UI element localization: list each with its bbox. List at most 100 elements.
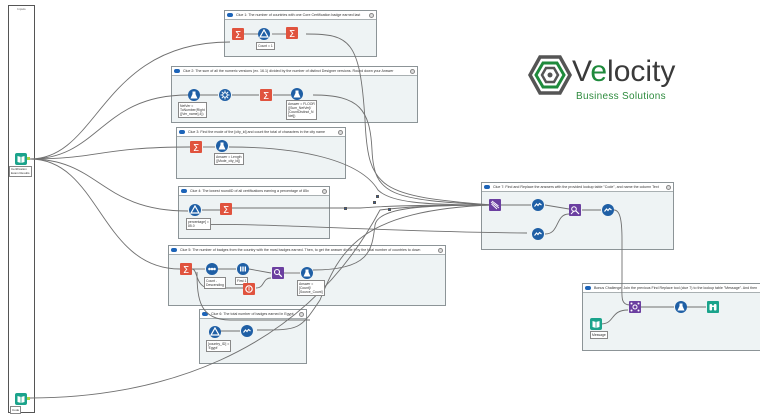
tool-annotation: Answer = FLOOR ([Sum_NetVer]/ [CountDist… (286, 100, 317, 120)
container-title: Clue 5: The number of badges from the co… (180, 248, 421, 252)
summarize-tool-icon[interactable]: Σ (190, 141, 202, 153)
wire (544, 204, 570, 210)
select-tool-icon[interactable] (241, 325, 253, 337)
container-header[interactable]: Clue 7: Find and Replace the answers wit… (482, 183, 673, 192)
collapse-toggle-icon[interactable] (181, 189, 187, 193)
append-fields-tool-icon[interactable] (272, 267, 284, 279)
container-title: Clue 7: Find and Replace the answers wit… (493, 185, 659, 189)
wire-junction (373, 201, 376, 204)
svg-text:Σ: Σ (235, 30, 241, 40)
formula-tool-icon[interactable] (188, 89, 200, 101)
wire (248, 268, 272, 274)
collapse-toggle-icon[interactable] (202, 312, 208, 316)
container-title: Clue 4: The lowest roundID of all certif… (190, 189, 309, 193)
wire (600, 309, 629, 325)
union-tool-icon[interactable] (489, 199, 501, 211)
collapse-toggle-icon[interactable] (484, 185, 490, 189)
container-close-icon[interactable] (666, 184, 671, 190)
container-title: Clue 6: The total number of badges earne… (211, 312, 294, 316)
formula-tool-icon[interactable] (291, 88, 303, 100)
svg-text:Σ: Σ (263, 91, 269, 101)
inputs-label: Inputs (17, 7, 26, 11)
summarize-tool-icon[interactable]: Σ (260, 89, 272, 101)
wire (29, 94, 189, 160)
collapse-toggle-icon[interactable] (585, 286, 591, 290)
browse-tool-icon[interactable] (707, 301, 719, 313)
find-replace-tool-icon[interactable] (569, 204, 581, 216)
wire (29, 146, 191, 160)
collapse-toggle-icon[interactable] (171, 248, 177, 252)
join-multiple-tool-icon[interactable] (629, 301, 641, 313)
container-title: Clue 2: The sum of all the numeric versi… (183, 69, 394, 73)
output-anchor[interactable] (27, 157, 30, 160)
container-close-icon[interactable] (410, 68, 415, 74)
container-clue-7[interactable]: Clue 7: Find and Replace the answers wit… (481, 182, 674, 250)
svg-text:Σ: Σ (193, 143, 199, 153)
container-header[interactable]: Clue 3: Find the mode of the [city_id] a… (177, 128, 345, 137)
container-header[interactable]: Clue 1: The number of countries with one… (225, 11, 376, 20)
container-close-icon[interactable] (322, 188, 327, 194)
wire (255, 277, 272, 289)
brand-name: Velocity (572, 55, 675, 89)
tool-annotation: First 1 (235, 277, 249, 285)
wire (256, 204, 493, 331)
wire (29, 204, 493, 399)
book-input-icon[interactable] (15, 153, 27, 165)
summarize-tool-icon[interactable]: Σ (220, 203, 232, 215)
select-tool-icon[interactable] (532, 228, 544, 240)
container-close-icon[interactable] (438, 247, 443, 253)
wire (613, 209, 631, 306)
container-header[interactable]: Clue 6: The total number of badges earne… (200, 310, 306, 319)
wire-junction (388, 208, 391, 211)
wire (544, 213, 570, 235)
count-records-tool-icon[interactable]: 0 (243, 283, 255, 295)
summarize-tool-icon[interactable]: Σ (180, 263, 192, 275)
tool-annotation: Code (10, 406, 22, 414)
wire (189, 224, 528, 234)
wire (29, 41, 231, 160)
output-anchor[interactable] (27, 397, 30, 400)
tool-annotation: Count - Descending (204, 277, 226, 289)
collapse-toggle-icon[interactable] (179, 130, 185, 134)
formula-tool-icon[interactable] (675, 301, 687, 313)
tool-annotation: [country_ID] = 'Egypt' (206, 340, 232, 352)
container-close-icon[interactable] (299, 311, 304, 317)
container-header[interactable]: Clue 4: The lowest roundID of all certif… (179, 187, 329, 196)
tool-annotation: NetVer = ToNumber(Right ([Ver_name],4)) (178, 102, 207, 118)
container-header[interactable]: Clue 5: The number of badges from the co… (169, 246, 445, 255)
wire (228, 146, 493, 206)
summarize-tool-icon[interactable]: Σ (232, 28, 244, 40)
filter-tool-icon[interactable] (189, 204, 201, 216)
collapse-toggle-icon[interactable] (174, 69, 180, 73)
wire (305, 33, 493, 206)
container-clue-3[interactable]: Clue 3: Find the mode of the [city_id] a… (176, 127, 346, 179)
container-close-icon[interactable] (338, 129, 343, 135)
book-input-icon[interactable] (590, 318, 602, 330)
summarize-tool-icon[interactable]: Σ (286, 27, 298, 39)
wire (29, 158, 181, 270)
unique-tool-icon[interactable] (219, 89, 231, 101)
container-header[interactable]: Clue 2: The sum of all the numeric versi… (172, 67, 417, 76)
container-title: Clue 1: The number of countries with one… (236, 13, 361, 17)
brand-letter-accent: e (590, 55, 608, 88)
sort-tool-icon[interactable] (206, 263, 218, 275)
wire (196, 271, 310, 321)
container-bonus[interactable]: Bonus Challenge: Join the previous Find … (582, 283, 760, 351)
select-tool-icon[interactable] (532, 199, 544, 211)
select-tool-icon[interactable] (602, 204, 614, 216)
tool-annotation: Answer = [Count]/ [Source_Count] (297, 280, 325, 296)
formula-tool-icon[interactable] (301, 267, 313, 279)
formula-tool-icon[interactable] (216, 140, 228, 152)
wire (29, 158, 189, 212)
tool-annotation: Answer = Length ([Mode_city_id]) (214, 153, 244, 165)
container-close-icon[interactable] (369, 12, 374, 18)
book-input-icon[interactable] (15, 393, 27, 405)
container-header[interactable]: Bonus Challenge: Join the previous Find … (583, 284, 760, 293)
filter-tool-icon[interactable] (258, 28, 270, 40)
collapse-toggle-icon[interactable] (227, 13, 233, 17)
tool-annotation: Certification Exam Results (9, 166, 32, 178)
filter-tool-icon[interactable] (209, 326, 221, 338)
sample-tool-icon[interactable] (237, 263, 249, 275)
wire (312, 204, 493, 271)
container-clue-4[interactable]: Clue 4: The lowest roundID of all certif… (178, 186, 330, 239)
